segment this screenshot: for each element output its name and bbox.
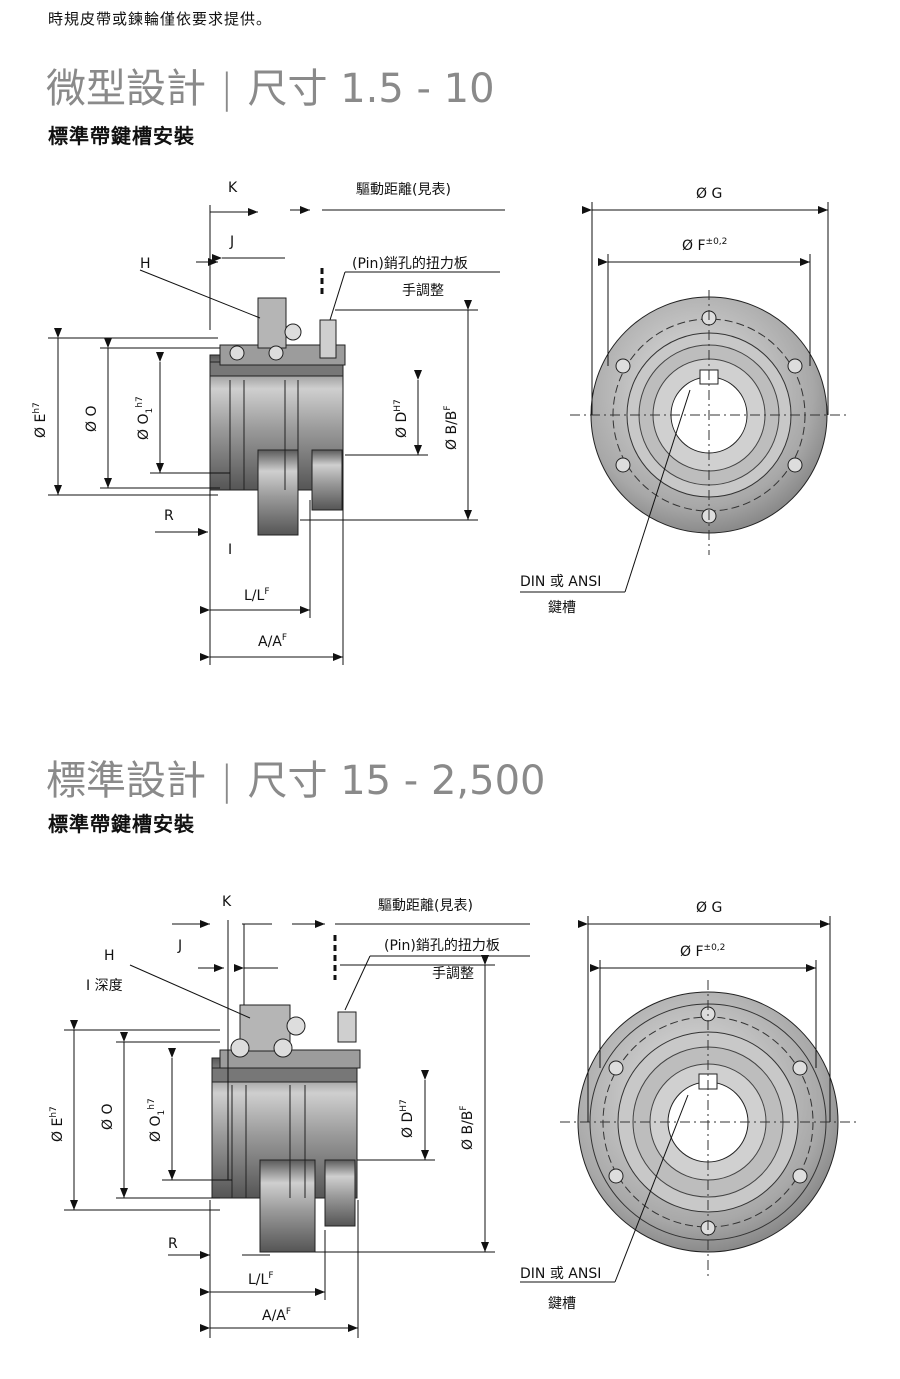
- label-r: R: [168, 1236, 178, 1252]
- label-drive-distance: 驅動距離(見表): [378, 897, 473, 914]
- side-view: [211, 1004, 361, 1253]
- label-f: Ø F±0,2: [680, 943, 725, 960]
- label-r: R: [164, 508, 174, 524]
- section-subtitle: 標準帶鍵槽安裝: [48, 812, 195, 836]
- side-view: [209, 297, 346, 536]
- label-o1: Ø O1h7: [147, 1098, 167, 1142]
- label-f: Ø F±0,2: [682, 237, 727, 254]
- section-title-micro: 微型設計|尺寸 1.5 - 10: [46, 66, 495, 112]
- label-o1: Ø O1h7: [135, 396, 155, 440]
- label-g: Ø G: [696, 900, 722, 916]
- front-view: [570, 290, 848, 555]
- front-view: [560, 980, 856, 1280]
- title-main: 微型設計: [46, 66, 206, 112]
- title-size: 尺寸 1.5 - 10: [247, 66, 495, 112]
- label-hand-adjust: 手調整: [402, 283, 444, 299]
- label-pin-plate: (Pin)銷孔的扭力板: [384, 938, 500, 954]
- label-l: L/LF: [244, 587, 270, 604]
- title-size: 尺寸 15 - 2,500: [247, 758, 546, 804]
- label-l: L/LF: [248, 1271, 274, 1288]
- section-subtitle: 標準帶鍵槽安裝: [48, 124, 195, 148]
- section-title-standard: 標準設計|尺寸 15 - 2,500: [46, 758, 546, 804]
- side-labels: K J H 驅動距離(見表) (Pin)銷孔的扭力板 手調整 R I L/LF …: [32, 180, 468, 650]
- label-d: Ø DH7: [399, 1099, 416, 1138]
- availability-note: 時規皮帶或鍊輪僅依要求提供。: [48, 10, 273, 28]
- label-o: Ø O: [100, 1104, 116, 1131]
- drawing-standard: K J H I 深度 驅動距離(見表) (Pin)銷孔的扭力板 手調整 R L/…: [49, 894, 856, 1338]
- label-h: H: [140, 256, 151, 272]
- label-din: DIN 或 ANSI: [520, 574, 601, 590]
- label-e: Ø Eh7: [49, 1106, 66, 1142]
- side-labels: K J H I 深度 驅動距離(見表) (Pin)銷孔的扭力板 手調整 R L/…: [49, 894, 500, 1324]
- label-din: DIN 或 ANSI: [520, 1266, 601, 1282]
- label-e: Ø Eh7: [32, 402, 49, 438]
- label-hand-adjust: 手調整: [432, 966, 474, 982]
- label-j: J: [177, 938, 182, 954]
- label-g: Ø G: [696, 186, 722, 202]
- label-k: K: [222, 894, 232, 910]
- label-b: Ø B/BF: [443, 405, 460, 450]
- label-a: A/AF: [262, 1307, 291, 1324]
- drawing-micro: K J H 驅動距離(見表) (Pin)銷孔的扭力板 手調整 R I L/LF …: [32, 180, 848, 665]
- label-j: J: [229, 234, 234, 250]
- label-keyway: 鍵槽: [548, 1296, 576, 1312]
- label-keyway: 鍵槽: [548, 600, 576, 616]
- label-i: I: [228, 542, 232, 558]
- label-o: Ø O: [84, 406, 100, 433]
- label-pin-plate: (Pin)銷孔的扭力板: [352, 256, 468, 272]
- label-drive-distance: 驅動距離(見表): [356, 181, 451, 198]
- label-a: A/AF: [258, 633, 287, 650]
- label-i-depth: I 深度: [86, 978, 123, 994]
- title-main: 標準設計: [46, 758, 206, 804]
- label-h: H: [104, 948, 115, 964]
- label-k: K: [228, 180, 238, 196]
- label-d: Ø DH7: [393, 399, 410, 438]
- label-b: Ø B/BF: [459, 1105, 476, 1150]
